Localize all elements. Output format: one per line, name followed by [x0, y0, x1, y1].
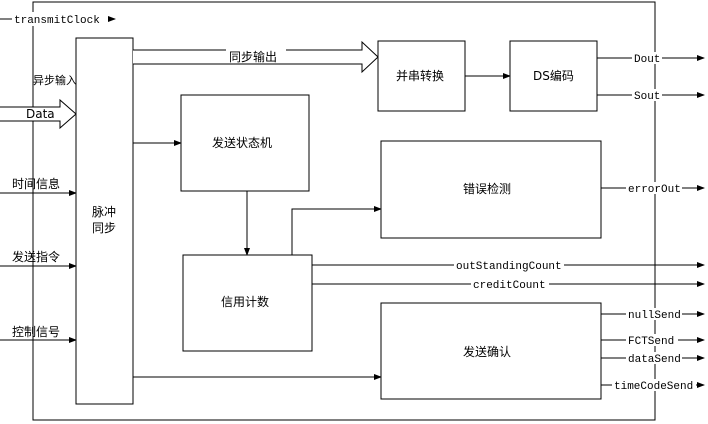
- timecode-send-label: timeCodeSend: [614, 381, 693, 393]
- credit-count-out-label-bg: [471, 278, 549, 290]
- send-fsm-label: 发送状态机: [212, 135, 272, 150]
- time-info-label: 时间信息: [12, 176, 60, 191]
- fct-send-label-bg: [626, 334, 678, 346]
- pulse-sync-block: [75, 37, 134, 405]
- null-send-label-bg: [626, 308, 682, 320]
- credit-count-out-label: creditCount: [473, 280, 546, 292]
- dout-label-bg: [632, 52, 662, 64]
- timecode-send-label-bg: [612, 379, 696, 391]
- par-ser-label: 并串转换: [396, 68, 444, 83]
- transmit-clock-label-bg: [12, 12, 108, 26]
- ds-encode-label: DS编码: [533, 68, 574, 83]
- transmit-clock-label: transmitClock: [14, 15, 100, 27]
- ds-encode-block: [509, 40, 598, 112]
- par-ser-block: [377, 40, 466, 112]
- credit-count-label: 信用计数: [221, 294, 269, 309]
- error-detect-label: 错误检测: [463, 181, 511, 196]
- async-input-label: 异步输入: [33, 73, 77, 87]
- sync-output-label-bg: [226, 49, 286, 63]
- send-fsm-block: [180, 94, 310, 192]
- credit-count-block: [182, 254, 313, 352]
- outstanding-count-label: outStandingCount: [456, 261, 562, 273]
- send-confirm-label: 发送确认: [463, 344, 511, 359]
- send-cmd-label: 发送指令: [12, 249, 60, 264]
- error-detect-block: [380, 140, 602, 239]
- data-send-label-bg: [626, 352, 682, 364]
- pulse-sync-label-2: 同步: [92, 221, 116, 235]
- sync-output-label: 同步输出: [229, 49, 277, 64]
- outstanding-count-label-bg: [454, 259, 564, 271]
- null-send-label: nullSend: [628, 310, 681, 322]
- credit-to-error-line: [291, 206, 382, 255]
- sout-label-bg: [632, 89, 662, 101]
- pulse-sync-label-1: 脉冲: [92, 204, 116, 219]
- data-input-label: Data: [26, 107, 55, 121]
- fct-send-label: FCTSend: [628, 336, 674, 348]
- dout-label: Dout: [634, 54, 660, 66]
- send-confirm-block: [380, 302, 602, 400]
- error-out-label: errorOut: [628, 184, 681, 196]
- data-send-label: dataSend: [628, 354, 681, 366]
- sout-label: Sout: [634, 91, 660, 103]
- error-out-label-bg: [626, 182, 682, 194]
- ctrl-signal-label: 控制信号: [12, 325, 60, 339]
